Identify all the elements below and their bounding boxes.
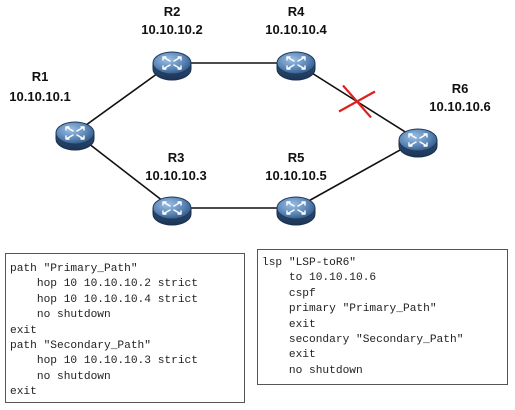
lsp-config-line: no shutdown: [262, 364, 363, 377]
router-name-r2: R2: [164, 4, 181, 19]
path-config-line: hop 10 10.10.10.2 strict: [10, 278, 198, 291]
path-config-line: no shutdown: [10, 309, 111, 322]
router-name-r5: R5: [288, 150, 305, 165]
path-config-line: hop 10 10.10.10.4 strict: [10, 293, 198, 306]
path-config-box: path "Primary_Path" hop 10 10.10.10.2 st…: [5, 253, 245, 403]
lsp-config-line: exit: [262, 318, 316, 331]
lsp-config-line: secondary "Secondary_Path": [262, 333, 464, 346]
router-name-r6: R6: [452, 81, 469, 96]
lsp-config-line: cspf: [262, 287, 316, 300]
lsp-config-box: lsp "LSP-toR6" to 10.10.10.6 cspf primar…: [257, 249, 508, 385]
router-ip-r3: 10.10.10.3: [145, 168, 206, 183]
router-ip-r2: 10.10.10.2: [141, 22, 202, 37]
router-icon-r5: [276, 196, 316, 226]
router-ip-r4: 10.10.10.4: [265, 22, 327, 37]
link-failure-icon: [338, 84, 376, 119]
lsp-config-line: exit: [262, 349, 316, 362]
router-icon-r6: [398, 128, 438, 158]
link-r5-r6: [295, 139, 419, 209]
path-config-line: exit: [10, 386, 37, 399]
path-config-line: path "Primary_Path": [10, 263, 138, 275]
router-name-r3: R3: [168, 150, 185, 165]
router-icon-r3: [152, 196, 192, 226]
path-config-line: no shutdown: [10, 370, 111, 383]
router-name-r1: R1: [32, 69, 49, 84]
router-ip-r5: 10.10.10.5: [265, 168, 326, 183]
link-r1-r3: [74, 132, 173, 209]
router-icon-r1: [55, 121, 95, 151]
router-icon-r2: [152, 51, 192, 81]
lsp-config-line: lsp "LSP-toR6": [262, 257, 356, 269]
network-topology: R1 10.10.10.1 R2 10.10.10.2R3 10.10.10.3 R4 10…: [9, 4, 491, 226]
lsp-config-line: to 10.10.10.6: [262, 272, 377, 285]
path-config-line: exit: [10, 324, 37, 337]
router-ip-r6: 10.10.10.6: [429, 99, 490, 114]
router-ip-r1: 10.10.10.1: [9, 89, 70, 104]
lsp-config-line: primary "Primary_Path": [262, 303, 437, 316]
router-icon-r4: [276, 51, 316, 81]
path-config-line: path "Secondary_Path": [10, 339, 151, 352]
router-name-r4: R4: [288, 4, 305, 19]
path-config-line: hop 10 10.10.10.3 strict: [10, 355, 198, 368]
